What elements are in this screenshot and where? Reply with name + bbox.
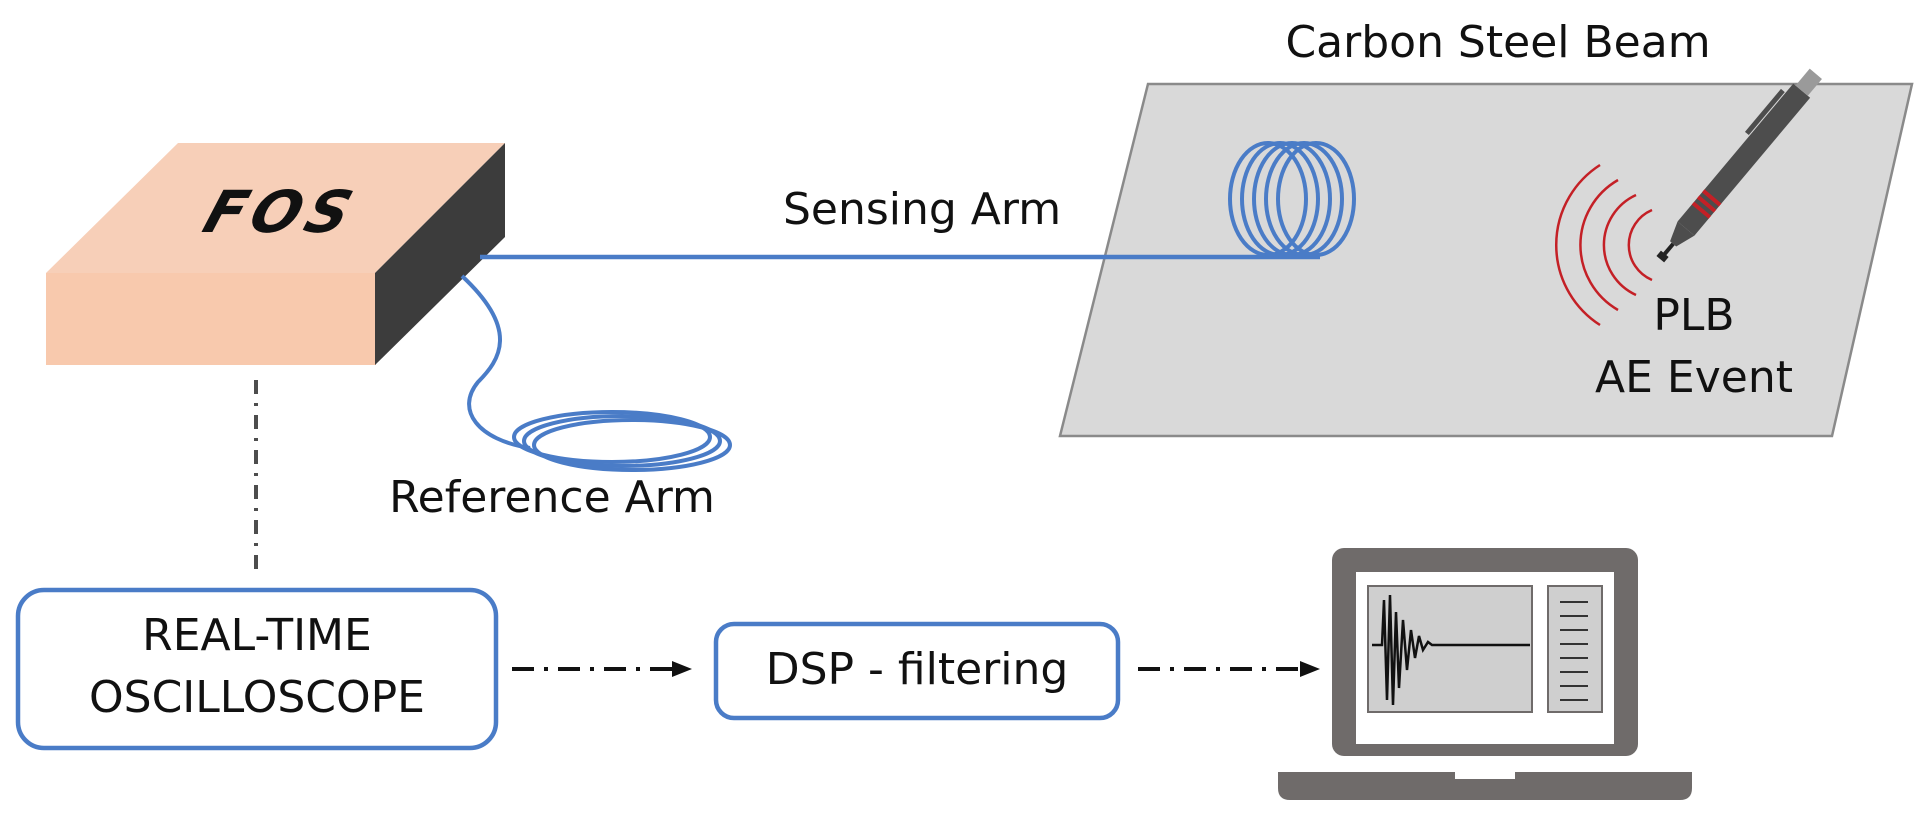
fos-top-face: [46, 143, 505, 273]
oscilloscope-label-line2: OSCILLOSCOPE: [89, 672, 425, 723]
dsp-box-frame: [713, 621, 1121, 721]
reference-coil-loop: [522, 414, 722, 468]
arrow-dsp-to-laptop: [1138, 661, 1320, 677]
ae-wave-arc: [1602, 193, 1637, 297]
laptop-icon: [1278, 548, 1692, 800]
beam-plate: [1058, 82, 1914, 438]
pencil-clip: [1744, 88, 1785, 136]
coil-loop: [1228, 141, 1308, 257]
fos-side-face: [375, 143, 505, 365]
oscilloscope-box-frame: [15, 587, 499, 751]
pencil-tip: [1670, 221, 1695, 247]
pencil-lead-point: [1656, 250, 1669, 263]
dsp-box: DSP - filtering: [713, 621, 1121, 721]
reference-coil-loop: [512, 410, 712, 464]
pencil-band: [1691, 201, 1712, 219]
screen-side-panel-lines: [1560, 601, 1588, 701]
reference-arm-fiber: [460, 274, 531, 450]
carbon-steel-beam: Carbon Steel Beam: [1058, 17, 1914, 438]
reference-coil-loop: [532, 418, 732, 472]
pencil-lead-break-icon: [1656, 68, 1822, 263]
fos-front-face: [46, 273, 376, 365]
dsp-label: DSP - filtering: [766, 644, 1069, 695]
oscilloscope-box: REAL-TIME OSCILLOSCOPE: [15, 587, 499, 751]
sensing-arm-label: Sensing Arm: [783, 184, 1061, 235]
screen-side-panel: [1547, 585, 1603, 713]
laptop-base: [1278, 772, 1692, 800]
pencil-band: [1701, 189, 1722, 207]
plb-label: PLB: [1653, 290, 1734, 341]
waveform-icon: [1372, 594, 1530, 706]
pencil-lead: [1662, 242, 1675, 256]
ae-waves: [1554, 163, 1653, 327]
ae-wave-arc: [1627, 208, 1653, 282]
ae-wave-arc: [1579, 178, 1619, 312]
fos-box: FOS: [46, 143, 505, 365]
coil-loop: [1240, 141, 1320, 257]
pencil-band: [1696, 195, 1717, 213]
coil-loop: [1264, 141, 1344, 257]
coil-loop: [1252, 141, 1332, 257]
ae-wave-arc: [1554, 163, 1601, 327]
arrow-oscilloscope-to-dsp: [512, 661, 692, 677]
pencil-cap: [1795, 68, 1822, 96]
coil-loop: [1276, 141, 1356, 257]
oscilloscope-label-line1: REAL-TIME: [142, 610, 372, 661]
fiber-coil-sensor: [1228, 141, 1356, 257]
laptop-touchpad-notch: [1455, 772, 1515, 779]
fos-label: FOS: [196, 179, 367, 246]
ae-event-label: AE Event: [1595, 352, 1793, 403]
reference-arm-label: Reference Arm: [389, 472, 715, 523]
arrow-head: [672, 661, 692, 677]
arrow-head: [1300, 661, 1320, 677]
beam-title: Carbon Steel Beam: [1285, 17, 1710, 68]
reference-arm: Reference Arm: [389, 274, 732, 523]
sensing-arm: Sensing Arm: [480, 184, 1320, 260]
